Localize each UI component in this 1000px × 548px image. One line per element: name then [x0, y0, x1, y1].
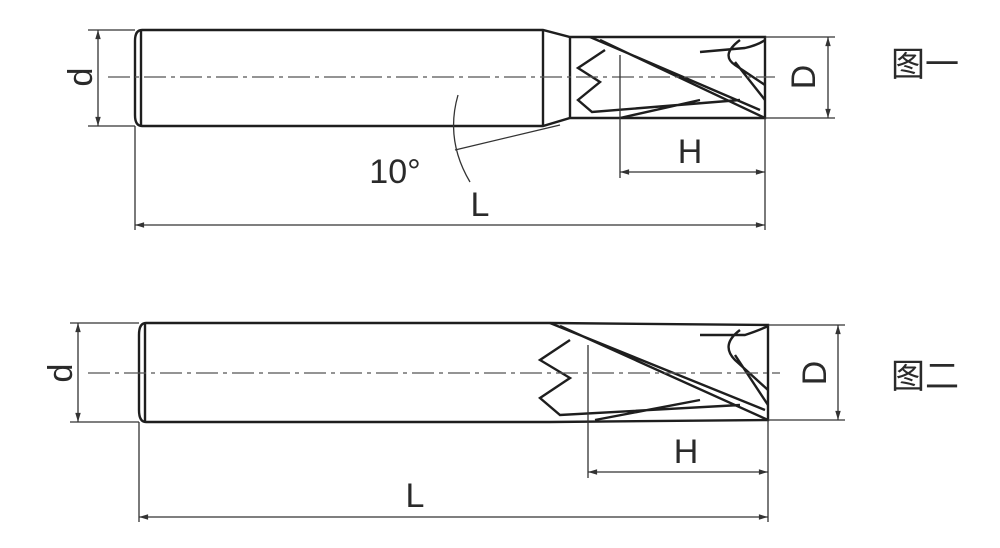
figure-2-d-label: d	[42, 364, 80, 383]
figure-2-L-label: L	[406, 477, 425, 515]
figure-1-L-label: L	[471, 186, 490, 224]
figure-1-angle-label: 10°	[369, 153, 420, 191]
figure-2-H-label: H	[674, 433, 699, 471]
figure-2-dimensions	[70, 322, 845, 522]
figure-2-caption: 图二	[891, 358, 959, 396]
figure-1-d-label: d	[62, 68, 100, 87]
figure-1-tool	[133, 28, 767, 128]
figure-1-dimensions	[88, 29, 835, 230]
figure-2-D-label: D	[796, 361, 834, 386]
figure-1-D-label: D	[785, 65, 823, 90]
figure-1-H-label: H	[678, 133, 703, 171]
figure-1-caption: 图一	[891, 46, 959, 84]
